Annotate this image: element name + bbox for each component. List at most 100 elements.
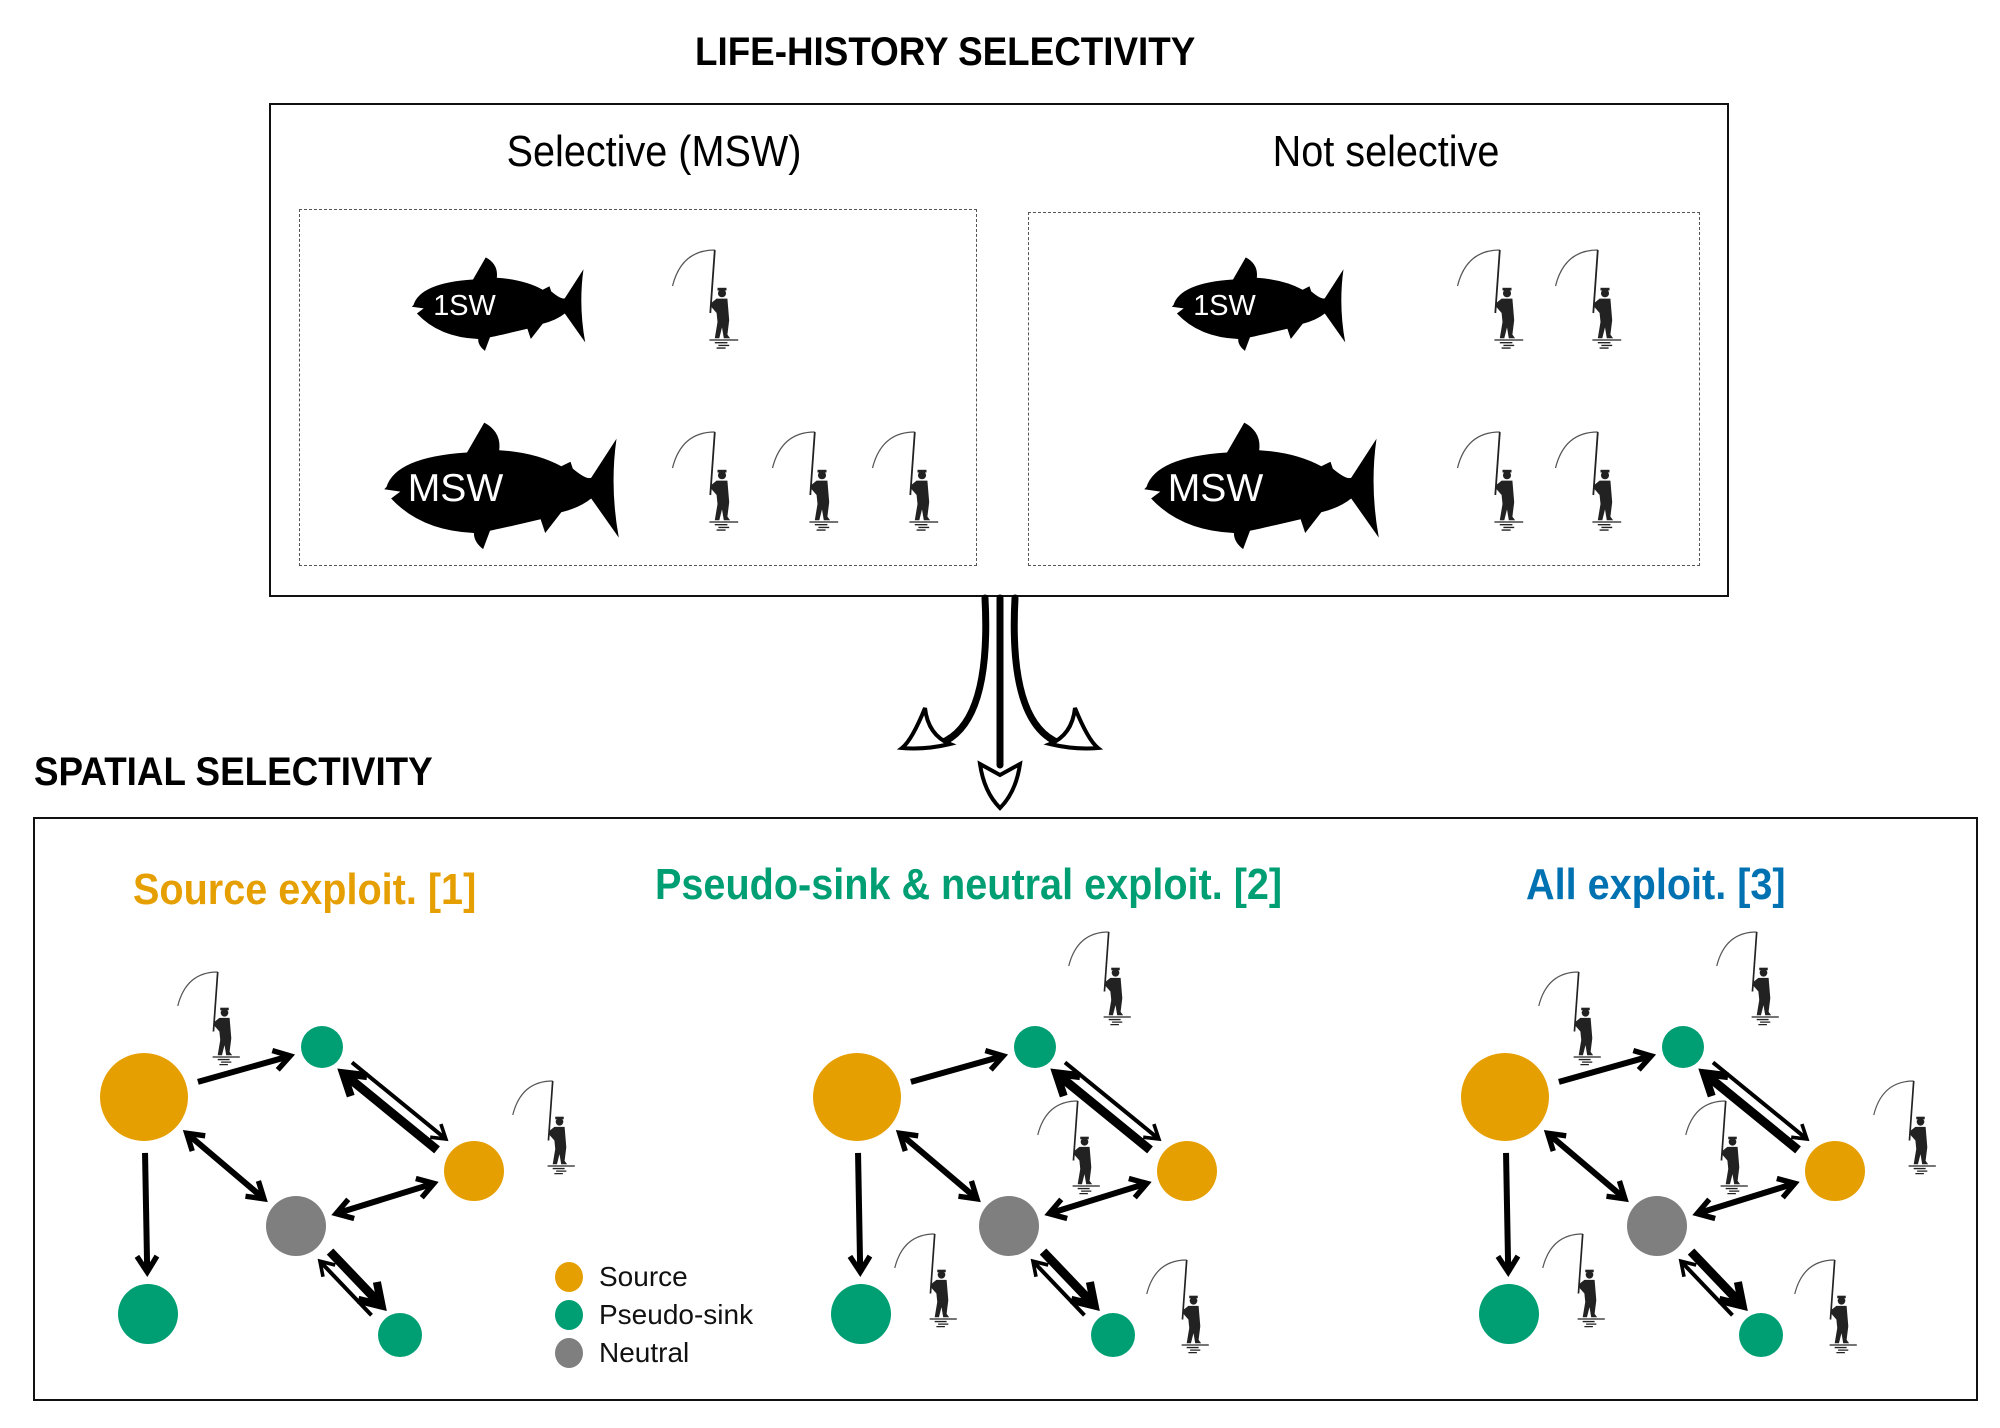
edge-line — [326, 1248, 385, 1309]
edge-line — [318, 1259, 373, 1317]
not-selective-heading: Not selective — [1272, 127, 1500, 176]
edge-psink3-neutral — [317, 1258, 373, 1317]
arrowhead — [271, 1047, 296, 1072]
arrowhead — [1678, 1258, 1697, 1278]
fish-label: 1SW — [433, 290, 496, 322]
arrowhead — [1495, 1254, 1521, 1278]
node-pseudo-sink — [1479, 1284, 1539, 1344]
fisherman-icon — [671, 431, 740, 531]
edge-source-neutral — [182, 1129, 268, 1203]
fisherman-icon — [1872, 1080, 1937, 1175]
fisherman-icon — [1036, 1100, 1101, 1195]
fish-body — [1144, 422, 1379, 550]
edge-line — [1711, 1060, 1809, 1141]
node-pseudo-sink — [118, 1284, 178, 1344]
edge-line — [1053, 1069, 1153, 1154]
node-source — [1157, 1141, 1217, 1201]
edge-source2-psink1 — [1050, 1068, 1153, 1154]
arrowhead — [1692, 1197, 1716, 1222]
edge-line — [1687, 1248, 1746, 1309]
arrowhead — [895, 1129, 919, 1152]
edge-line — [1545, 1130, 1627, 1202]
arrowhead — [337, 1068, 368, 1098]
node-neutral — [1627, 1196, 1687, 1256]
network-2 — [813, 931, 1217, 1357]
edge-neutral-source2 — [331, 1175, 439, 1222]
edge-line — [1503, 1152, 1512, 1273]
arrowhead — [245, 1180, 268, 1203]
edge-psink1-source2 — [350, 1060, 449, 1142]
arrowhead — [317, 1258, 336, 1278]
edge-line — [1048, 1180, 1148, 1217]
edge-line — [1558, 1053, 1653, 1085]
edge-line — [340, 1069, 440, 1154]
edge-neutral-source2 — [1692, 1175, 1800, 1222]
edge-line — [1039, 1248, 1098, 1309]
node-pseudo-sink — [378, 1313, 422, 1357]
network-3 — [1461, 931, 1937, 1357]
legend-item-source: Source — [555, 1258, 753, 1296]
node-pseudo-sink — [1014, 1026, 1056, 1068]
node-source — [1805, 1141, 1865, 1201]
edge-line — [897, 1130, 979, 1202]
arrowhead — [429, 1123, 449, 1142]
connector-left-stroke — [931, 594, 990, 749]
fisherman-icon — [1541, 1233, 1606, 1328]
network-1 — [100, 971, 576, 1357]
fish-label: MSW — [408, 467, 504, 510]
node-pseudo-sink — [1662, 1026, 1704, 1068]
edge-source-psink1 — [197, 1047, 296, 1085]
edge-source-psink2 — [1495, 1152, 1521, 1278]
edge-neutral-psink3 — [1687, 1248, 1748, 1312]
arrowhead — [1044, 1197, 1068, 1222]
arrowhead — [415, 1175, 439, 1200]
arrowhead — [1606, 1180, 1629, 1203]
arrowhead — [1776, 1175, 1800, 1200]
arrowhead — [1142, 1123, 1162, 1142]
fisherman-icon — [511, 1080, 576, 1175]
edge-line — [197, 1053, 292, 1085]
node-pseudo-sink — [1739, 1313, 1783, 1357]
fisherman-icon — [1554, 431, 1623, 531]
selective-box — [299, 209, 977, 566]
arrowhead — [1128, 1175, 1152, 1200]
salmon-small-icon: 1SW — [411, 257, 586, 351]
pseudo-sink-dot-icon — [555, 1300, 583, 1330]
node-neutral — [266, 1196, 326, 1256]
edge-line — [910, 1053, 1005, 1085]
salmon-large-icon: MSW — [384, 422, 619, 550]
fisherman-icon — [1684, 1100, 1749, 1195]
fisherman-icon — [1067, 931, 1132, 1026]
legend-item-pseudo-sink: Pseudo-sink — [555, 1296, 753, 1334]
edge-line — [1696, 1180, 1796, 1217]
node-neutral — [979, 1196, 1039, 1256]
fisherman-icon — [1456, 431, 1525, 531]
fish-body — [1171, 257, 1346, 351]
arrowhead-left — [896, 707, 957, 751]
edge-line — [184, 1130, 266, 1202]
edge-line — [1031, 1259, 1086, 1317]
arrowhead — [1718, 1281, 1748, 1312]
edge-line — [1701, 1069, 1801, 1154]
scenario-title-2: Pseudo-sink & neutral exploit. [2] — [655, 860, 1283, 909]
fisherman-icon — [871, 431, 940, 531]
fisherman-icon — [1537, 971, 1602, 1066]
fish-body — [411, 257, 586, 351]
edge-source2-psink1 — [337, 1068, 440, 1154]
scenario-title-3: All exploit. [3] — [1526, 860, 1786, 909]
edge-line — [335, 1180, 435, 1217]
edge-source2-psink1 — [1698, 1068, 1801, 1154]
edge-line — [142, 1152, 151, 1273]
arrowhead-right — [1043, 707, 1104, 751]
neutral-dot-icon — [555, 1338, 583, 1368]
node-pseudo-sink — [1091, 1313, 1135, 1357]
fisherman-icon — [1554, 249, 1623, 350]
legend: Source Pseudo-sink Neutral — [555, 1258, 753, 1372]
edge-line — [1679, 1259, 1734, 1317]
three-way-arrow-icon — [896, 594, 1104, 811]
edge-neutral-source2 — [1044, 1175, 1152, 1222]
edge-neutral-psink3 — [326, 1248, 387, 1312]
spatial-title: SPATIAL SELECTIVITY — [34, 750, 433, 794]
fish-label: MSW — [1168, 467, 1264, 510]
